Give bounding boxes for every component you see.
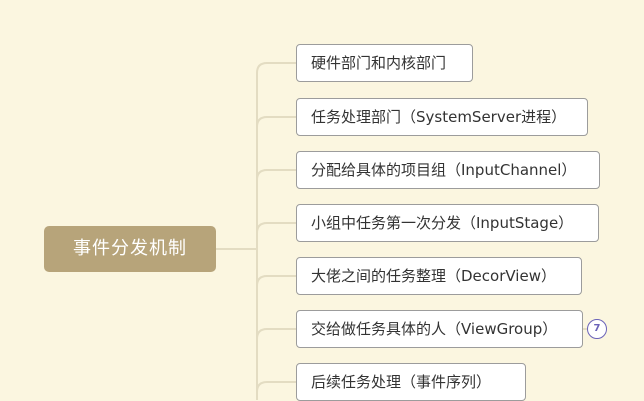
branch-connector [256, 116, 296, 128]
branch-connector [256, 328, 296, 340]
branch-connector [256, 275, 296, 287]
child-count-badge[interactable]: 7 [587, 319, 607, 339]
branch-connector [256, 62, 296, 74]
branch-node-system-server[interactable]: 任务处理部门（SystemServer进程） [296, 98, 588, 136]
branch-node-view-group[interactable]: 交给做任务具体的人（ViewGroup） [296, 310, 583, 348]
branch-connector [256, 222, 296, 234]
branch-node-hardware-kernel[interactable]: 硬件部门和内核部门 [296, 44, 473, 82]
branch-node-input-stage[interactable]: 小组中任务第一次分发（InputStage） [296, 204, 599, 242]
branch-node-event-sequence[interactable]: 后续任务处理（事件序列） [296, 363, 526, 401]
branch-node-decor-view[interactable]: 大佬之间的任务整理（DecorView） [296, 257, 582, 295]
branch-connector [256, 381, 296, 393]
branch-node-input-channel[interactable]: 分配给具体的项目组（InputChannel） [296, 151, 600, 189]
root-node[interactable]: 事件分发机制 [44, 226, 216, 272]
branch-connector [256, 169, 296, 181]
